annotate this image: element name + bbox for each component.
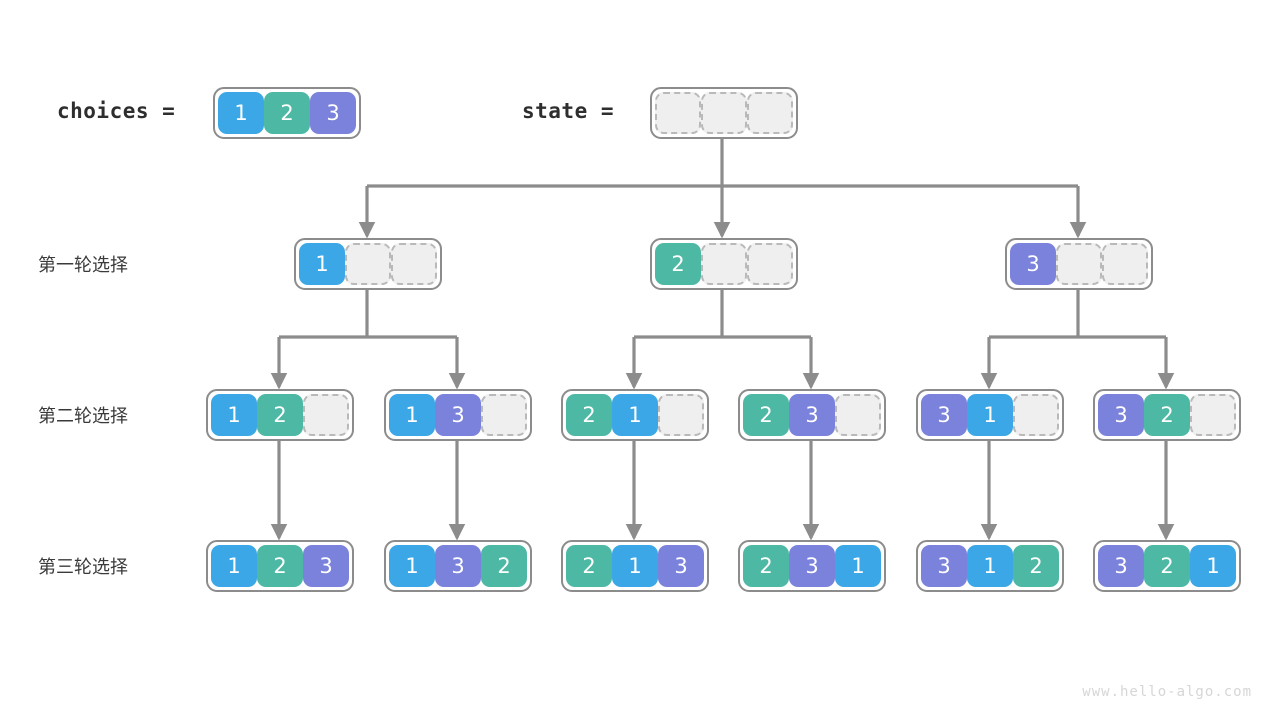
row-label-round-3: 第三轮选择 — [38, 557, 128, 578]
array-cell-filled: 3 — [303, 545, 349, 587]
array-cell-empty — [1102, 243, 1148, 285]
array-cell-filled: 3 — [1098, 394, 1144, 436]
array-cell-empty — [1013, 394, 1059, 436]
array-cell-filled: 1 — [211, 394, 257, 436]
array-cell-filled: 1 — [299, 243, 345, 285]
array-cell-filled: 1 — [612, 394, 658, 436]
level1-node-2: 2 — [650, 238, 798, 290]
array-cell-filled: 2 — [566, 394, 612, 436]
array-cell-empty — [1056, 243, 1102, 285]
array-cell-filled: 2 — [1144, 545, 1190, 587]
row-label-round-1: 第一轮选择 — [38, 255, 128, 276]
array-cell-filled: 3 — [789, 394, 835, 436]
array-cell-filled: 3 — [658, 545, 704, 587]
array-cell-filled: 2 — [257, 394, 303, 436]
array-cell-filled: 1 — [211, 545, 257, 587]
array-cell-empty — [701, 92, 747, 134]
level1-node-3: 3 — [1005, 238, 1153, 290]
array-cell-filled: 1 — [612, 545, 658, 587]
array-cell-empty — [835, 394, 881, 436]
state-node — [650, 87, 798, 139]
array-cell-empty — [701, 243, 747, 285]
array-cell-filled: 1 — [967, 545, 1013, 587]
array-cell-empty — [303, 394, 349, 436]
array-cell-filled: 3 — [921, 545, 967, 587]
array-cell-filled: 2 — [566, 545, 612, 587]
array-cell-filled: 1 — [1190, 545, 1236, 587]
row-label-round-2: 第二轮选择 — [38, 406, 128, 427]
array-cell-filled: 1 — [835, 545, 881, 587]
array-cell-empty — [1190, 394, 1236, 436]
array-cell-filled: 1 — [389, 394, 435, 436]
watermark: www.hello-algo.com — [1082, 684, 1252, 700]
array-cell-filled: 1 — [218, 92, 264, 134]
array-cell-filled: 1 — [389, 545, 435, 587]
array-cell-empty — [747, 92, 793, 134]
array-cell-empty — [345, 243, 391, 285]
level1-node-1: 1 — [294, 238, 442, 290]
choices-label: choices = — [57, 99, 176, 123]
array-cell-filled: 2 — [264, 92, 310, 134]
array-cell-filled: 2 — [655, 243, 701, 285]
state-label: state = — [522, 99, 615, 123]
array-cell-empty — [391, 243, 437, 285]
array-cell-empty — [658, 394, 704, 436]
array-cell-filled: 2 — [1013, 545, 1059, 587]
array-cell-empty — [481, 394, 527, 436]
array-cell-filled: 3 — [435, 545, 481, 587]
array-cell-filled: 2 — [481, 545, 527, 587]
array-cell-filled: 3 — [1010, 243, 1056, 285]
array-cell-filled: 3 — [435, 394, 481, 436]
array-cell-empty — [747, 243, 793, 285]
array-cell-filled: 3 — [310, 92, 356, 134]
array-cell-filled: 3 — [789, 545, 835, 587]
array-cell-filled: 2 — [257, 545, 303, 587]
array-cell-filled: 2 — [1144, 394, 1190, 436]
array-cell-filled: 3 — [921, 394, 967, 436]
array-cell-filled: 2 — [743, 545, 789, 587]
array-cell-empty — [655, 92, 701, 134]
array-cell-filled: 3 — [1098, 545, 1144, 587]
array-cell-filled: 1 — [967, 394, 1013, 436]
array-cell-filled: 2 — [743, 394, 789, 436]
